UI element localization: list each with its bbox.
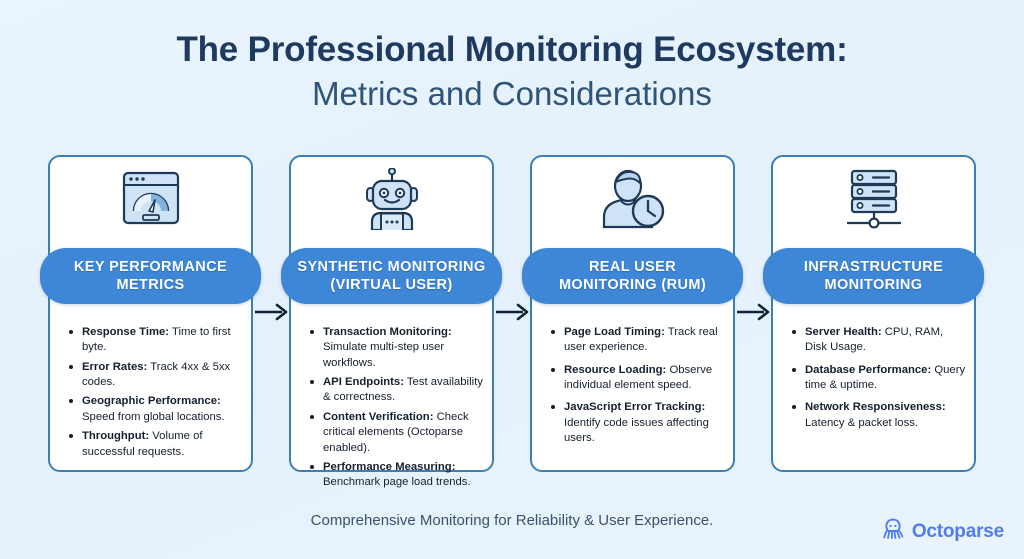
bullet-label: Geographic Performance: [82, 395, 221, 408]
list-item: API Endpoints: Test availability & corre… [310, 375, 484, 406]
bullet-label: Resource Loading: [564, 363, 667, 376]
user-clock-icon [600, 169, 666, 234]
bullet-label: Database Performance: [805, 363, 932, 376]
list-item: Network Responsiveness: Latency & packet… [792, 400, 966, 431]
bullet-text: Check critical elements (Octoparse enabl… [323, 410, 469, 454]
list-item: JavaScript Error Tracking: Identify code… [551, 400, 725, 446]
column-synthetic-monitoring: Transaction Monitoring: Simulate multi-s… [281, 155, 529, 488]
column-key-performance-metrics: Response Time: Time to first byte. Error… [40, 155, 288, 472]
list-item: Error Rates: Track 4xx & 5xx codes. [69, 360, 243, 391]
heading-line: INFRASTRUCTURE [803, 259, 944, 275]
octopus-icon [881, 517, 905, 546]
bullet-list: Page Load Timing: Track real user experi… [546, 325, 725, 447]
card-body: Response Time: Time to first byte. Error… [48, 155, 253, 472]
browser-speedometer-icon [119, 170, 183, 233]
list-item: Database Performance: Query time & uptim… [792, 363, 966, 394]
heading-line: METRICS [116, 277, 185, 294]
bullet-label: Response Time: [82, 326, 170, 338]
server-rack-icon [842, 168, 906, 235]
bullet-text: Observe individual element speed. [564, 363, 713, 392]
monitoring-columns: Response Time: Time to first byte. Error… [40, 155, 984, 488]
list-item: Performance Measuring: Benchmark page lo… [310, 460, 484, 491]
card-body: Page Load Timing: Track real user experi… [530, 155, 735, 472]
list-item: Transaction Monitoring: Simulate multi-s… [310, 325, 484, 371]
bullet-label: Network Responsiveness: [805, 401, 946, 414]
list-item: Page Load Timing: Track real user experi… [551, 325, 725, 356]
bullet-text: Query time & uptime. [805, 363, 966, 392]
card-body: Server Health: CPU, RAM, Disk Usage. Dat… [771, 155, 976, 472]
bullet-list: Response Time: Time to first byte. Error… [64, 325, 243, 460]
heading-line: MONITORING [824, 277, 923, 294]
bullet-label: Throughput: [82, 430, 150, 443]
title-line-primary: The Professional Monitoring Ecosystem: [176, 30, 848, 69]
list-item: Throughput: Volume of successful request… [69, 429, 243, 460]
title-line-secondary: Metrics and Considerations [312, 75, 712, 113]
bullet-text: Speed from global locations. [82, 410, 225, 423]
bullet-text: Track 4xx & 5xx codes. [82, 360, 231, 389]
list-item: Geographic Performance: Speed from globa… [69, 394, 243, 425]
bullet-text: Volume of successful requests. [82, 430, 203, 458]
card-body: Transaction Monitoring: Simulate multi-s… [289, 155, 494, 488]
column-heading-pill: KEY PERFORMANCE METRICS [40, 248, 261, 305]
column-heading-pill: REAL USER MONITORING (RUM) [522, 248, 743, 305]
bullet-text: Latency & packet loss. [805, 416, 919, 429]
bullet-text: Time to first byte. [82, 326, 231, 354]
bullet-label: Performance Measuring: [323, 460, 456, 473]
heading-line: MONITORING (RUM) [558, 277, 707, 294]
bullet-list-container: Page Load Timing: Track real user experi… [532, 325, 737, 454]
bullet-text: Benchmark page load trends. [323, 476, 471, 489]
octoparse-logo: Octoparse [881, 517, 1004, 546]
bullet-text: Test availability & correctness. [323, 376, 483, 404]
footer-tagline: Comprehensive Monitoring for Reliability… [310, 512, 714, 529]
bullet-label: Page Load Timing: [564, 326, 665, 338]
arrow-rum-to-infrastructure [737, 303, 771, 321]
heading-line: (VIRTUAL USER) [330, 277, 453, 294]
bullet-label: Transaction Monitoring: [323, 326, 452, 338]
column-infrastructure-monitoring: Server Health: CPU, RAM, Disk Usage. Dat… [763, 155, 984, 472]
column-heading-pill: INFRASTRUCTURE MONITORING [763, 248, 984, 305]
icon-area [532, 157, 733, 237]
bullet-text: Track real user experience. [564, 326, 718, 354]
column-real-user-monitoring: Page Load Timing: Track real user experi… [522, 155, 770, 472]
bullet-list: Transaction Monitoring: Simulate multi-s… [305, 325, 484, 491]
bullet-label: API Endpoints: [323, 376, 404, 389]
bullet-list-container: Transaction Monitoring: Simulate multi-s… [291, 325, 496, 495]
bullet-text: Simulate multi-step user workflows. [323, 341, 445, 369]
icon-area [50, 157, 251, 237]
bullet-text: Identify code issues affecting users. [564, 416, 709, 445]
bullet-list: Server Health: CPU, RAM, Disk Usage. Dat… [787, 325, 966, 431]
icon-area [291, 157, 492, 237]
list-item: Content Verification: Check critical ele… [310, 410, 484, 456]
logo-text: Octoparse [911, 520, 1004, 542]
bullet-label: Error Rates: [82, 360, 148, 373]
heading-line: KEY PERFORMANCE [73, 259, 228, 275]
bullet-list-container: Server Health: CPU, RAM, Disk Usage. Dat… [773, 325, 978, 438]
column-heading-pill: SYNTHETIC MONITORING (VIRTUAL USER) [281, 248, 502, 305]
arrow-synthetic-to-rum [496, 303, 530, 321]
icon-area [773, 157, 974, 237]
bullet-list-container: Response Time: Time to first byte. Error… [50, 325, 255, 464]
page-title: The Professional Monitoring Ecosystem: M… [0, 30, 1024, 114]
bullet-label: Server Health: [805, 326, 882, 338]
heading-line: REAL USER [588, 259, 677, 275]
list-item: Server Health: CPU, RAM, Disk Usage. [792, 325, 966, 356]
arrow-kpm-to-synthetic [255, 303, 289, 321]
robot-icon [362, 166, 422, 235]
heading-line: SYNTHETIC MONITORING [297, 259, 486, 275]
list-item: Response Time: Time to first byte. [69, 325, 243, 356]
list-item: Resource Loading: Observe individual ele… [551, 363, 725, 394]
bullet-text: CPU, RAM, Disk Usage. [805, 326, 944, 354]
bullet-label: JavaScript Error Tracking: [564, 401, 706, 414]
bullet-label: Content Verification: [323, 410, 434, 423]
